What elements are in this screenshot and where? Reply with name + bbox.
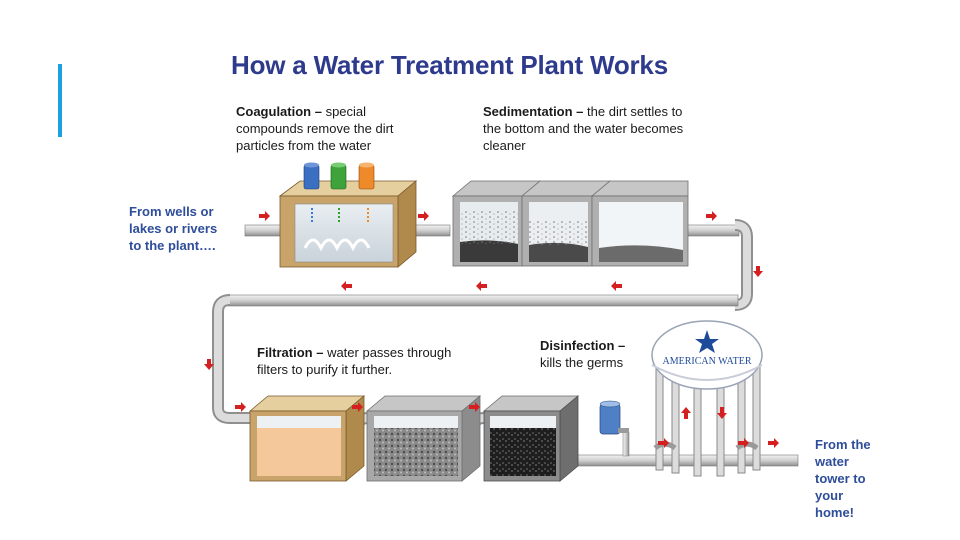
filtration-tanks [248,395,580,482]
coagulation-tank [278,162,418,268]
chemical-canisters [303,162,375,190]
arrow-right-icon [259,211,270,221]
disinfection-heading: Disinfection – [540,338,626,353]
disinfection-description: Disinfection – kills the germs [540,338,626,370]
mixing-coils [303,238,371,252]
arrow-right-icon [768,438,779,448]
sand-filter [248,395,366,482]
coagulation-heading: Coagulation – [236,104,322,119]
sedimentation-description: Sedimentation – the dirt settles to the … [483,104,684,153]
arrow-right-icon [418,211,429,221]
arrow-down-icon [753,266,763,277]
sedimentation-tanks [450,180,689,267]
arrow-right-icon [352,402,363,412]
accent-bar [58,64,62,137]
arrow-down-icon [204,359,214,370]
page-title: How a Water Treatment Plant Works [231,50,668,80]
arrow-right-icon [738,438,749,448]
arrow-right-icon [469,402,480,412]
arrow-left-icon [341,281,352,291]
source-label: From wells or lakes or rivers to the pla… [129,204,218,253]
sedimentation-heading: Sedimentation – [483,104,584,119]
tower-logo: AMERICAN WATER [663,356,752,367]
arrow-right-icon [658,438,669,448]
gravel-filter [365,395,482,482]
arrow-left-icon [611,281,622,291]
destination-label: From the water tower to your home! [815,437,871,520]
arrow-up-icon [681,407,691,419]
filtration-description: Filtration – water passes through filter… [257,345,452,377]
coagulation-description: Coagulation – special compounds remove t… [236,104,394,153]
disinfection-canister [599,400,629,435]
star-icon [695,330,719,353]
water-tower: AMERICAN WATER [651,320,763,477]
arrow-down-icon [717,407,727,419]
arrow-right-icon [706,211,717,221]
flow-arrows [204,211,779,448]
arrow-right-icon [235,402,246,412]
charcoal-filter [482,395,580,482]
filtration-heading: Filtration – [257,345,324,360]
arrow-left-icon [476,281,487,291]
